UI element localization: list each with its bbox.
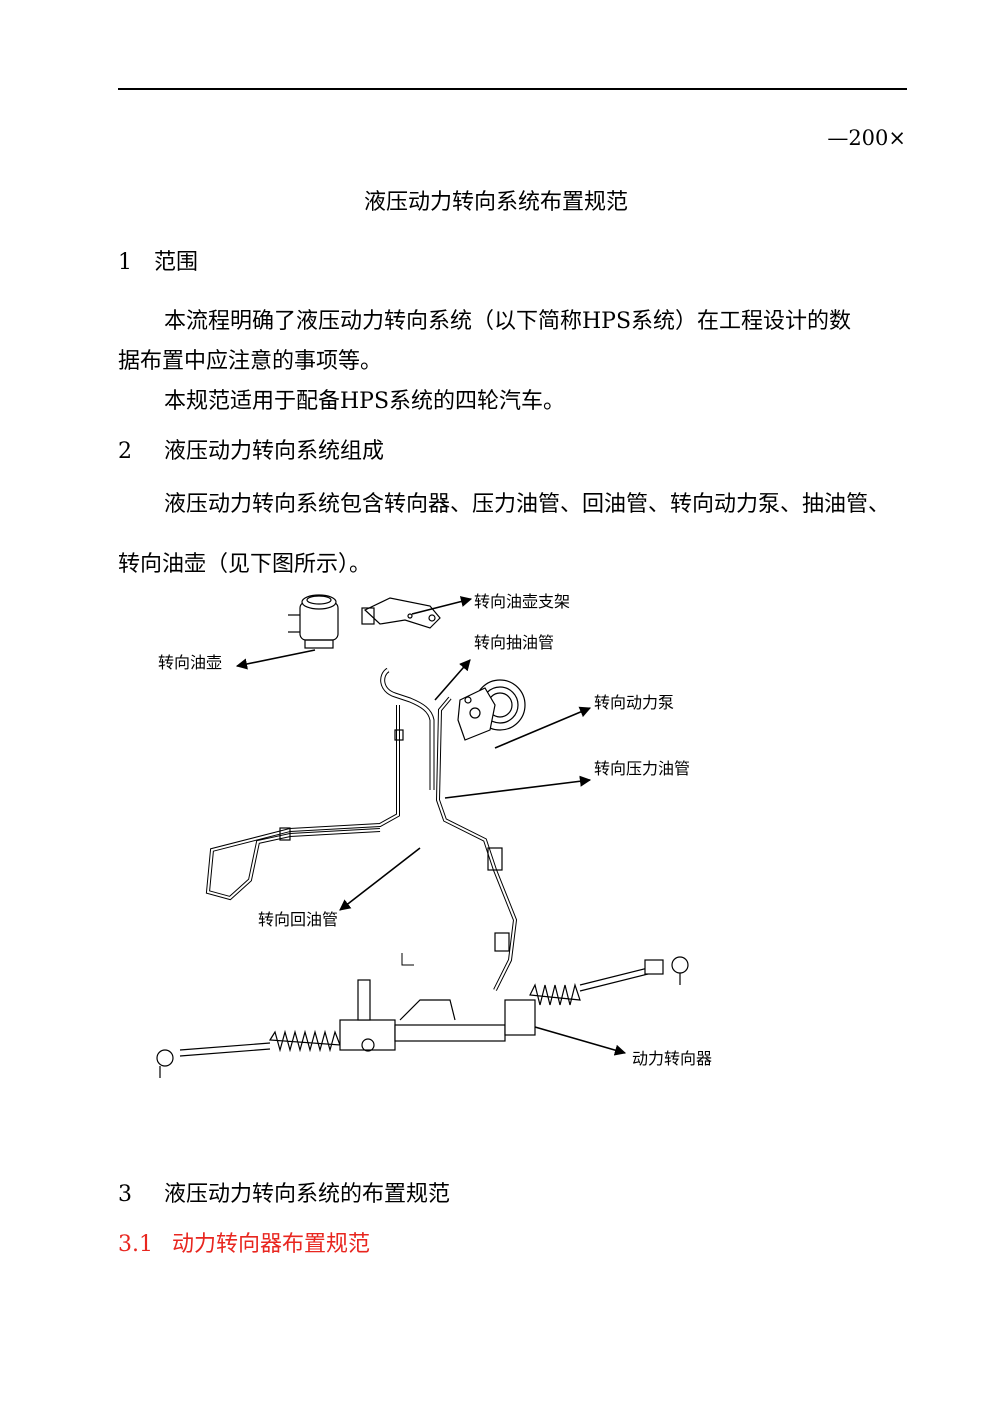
label-steering-gear: 动力转向器 bbox=[632, 1049, 713, 1068]
label-return-hose: 转向回油管 bbox=[258, 910, 339, 929]
paragraph-line: 转向油壶（见下图所示）。 bbox=[118, 552, 372, 577]
section-title: 动力转向器布置规范 bbox=[172, 1232, 371, 1257]
section-number: 2 bbox=[118, 439, 132, 464]
section-3-1-heading: 3.1 动力转向器布置规范 bbox=[118, 1226, 370, 1258]
document-number: —200× bbox=[827, 126, 906, 150]
document-title: 液压动力转向系统布置规范 bbox=[363, 190, 628, 215]
label-reservoir-bracket: 转向油壶支架 bbox=[474, 592, 571, 611]
section-number: 3.1 bbox=[118, 1232, 153, 1257]
paragraph: 本规范适用于配备HPS系统的四轮汽车。 bbox=[164, 389, 566, 414]
section-1-heading: 1 范围 bbox=[118, 244, 198, 276]
hps-system-diagram bbox=[156, 594, 689, 1078]
paragraph-line: 据布置中应注意的事项等。 bbox=[118, 349, 383, 374]
reservoir-bracket-drawing bbox=[361, 597, 441, 629]
paragraph-line: 本流程明确了液压动力转向系统（以下简称HPS系统）在工程设计的数 bbox=[164, 309, 852, 334]
section-title: 液压动力转向系统组成 bbox=[164, 439, 385, 464]
section-2-heading: 2 液压动力转向系统组成 bbox=[118, 433, 384, 465]
steering-rack-drawing bbox=[156, 956, 689, 1078]
paragraph-line: 液压动力转向系统包含转向器、压力油管、回油管、转向动力泵、抽油管、 bbox=[164, 492, 891, 517]
reservoir-drawing bbox=[288, 594, 339, 649]
label-suction-hose: 转向抽油管 bbox=[474, 633, 555, 652]
section-title: 范围 bbox=[154, 250, 199, 275]
label-reservoir: 转向油壶 bbox=[158, 653, 223, 672]
header-rule bbox=[118, 88, 907, 90]
label-pressure-hose: 转向压力油管 bbox=[594, 759, 691, 778]
section-title: 液压动力转向系统的布置规范 bbox=[164, 1182, 451, 1207]
section-number: 3 bbox=[118, 1182, 132, 1207]
pump-drawing bbox=[457, 679, 526, 741]
section-3-heading: 3 液压动力转向系统的布置规范 bbox=[118, 1176, 450, 1208]
section-number: 1 bbox=[118, 250, 132, 275]
label-power-pump: 转向动力泵 bbox=[594, 693, 675, 712]
